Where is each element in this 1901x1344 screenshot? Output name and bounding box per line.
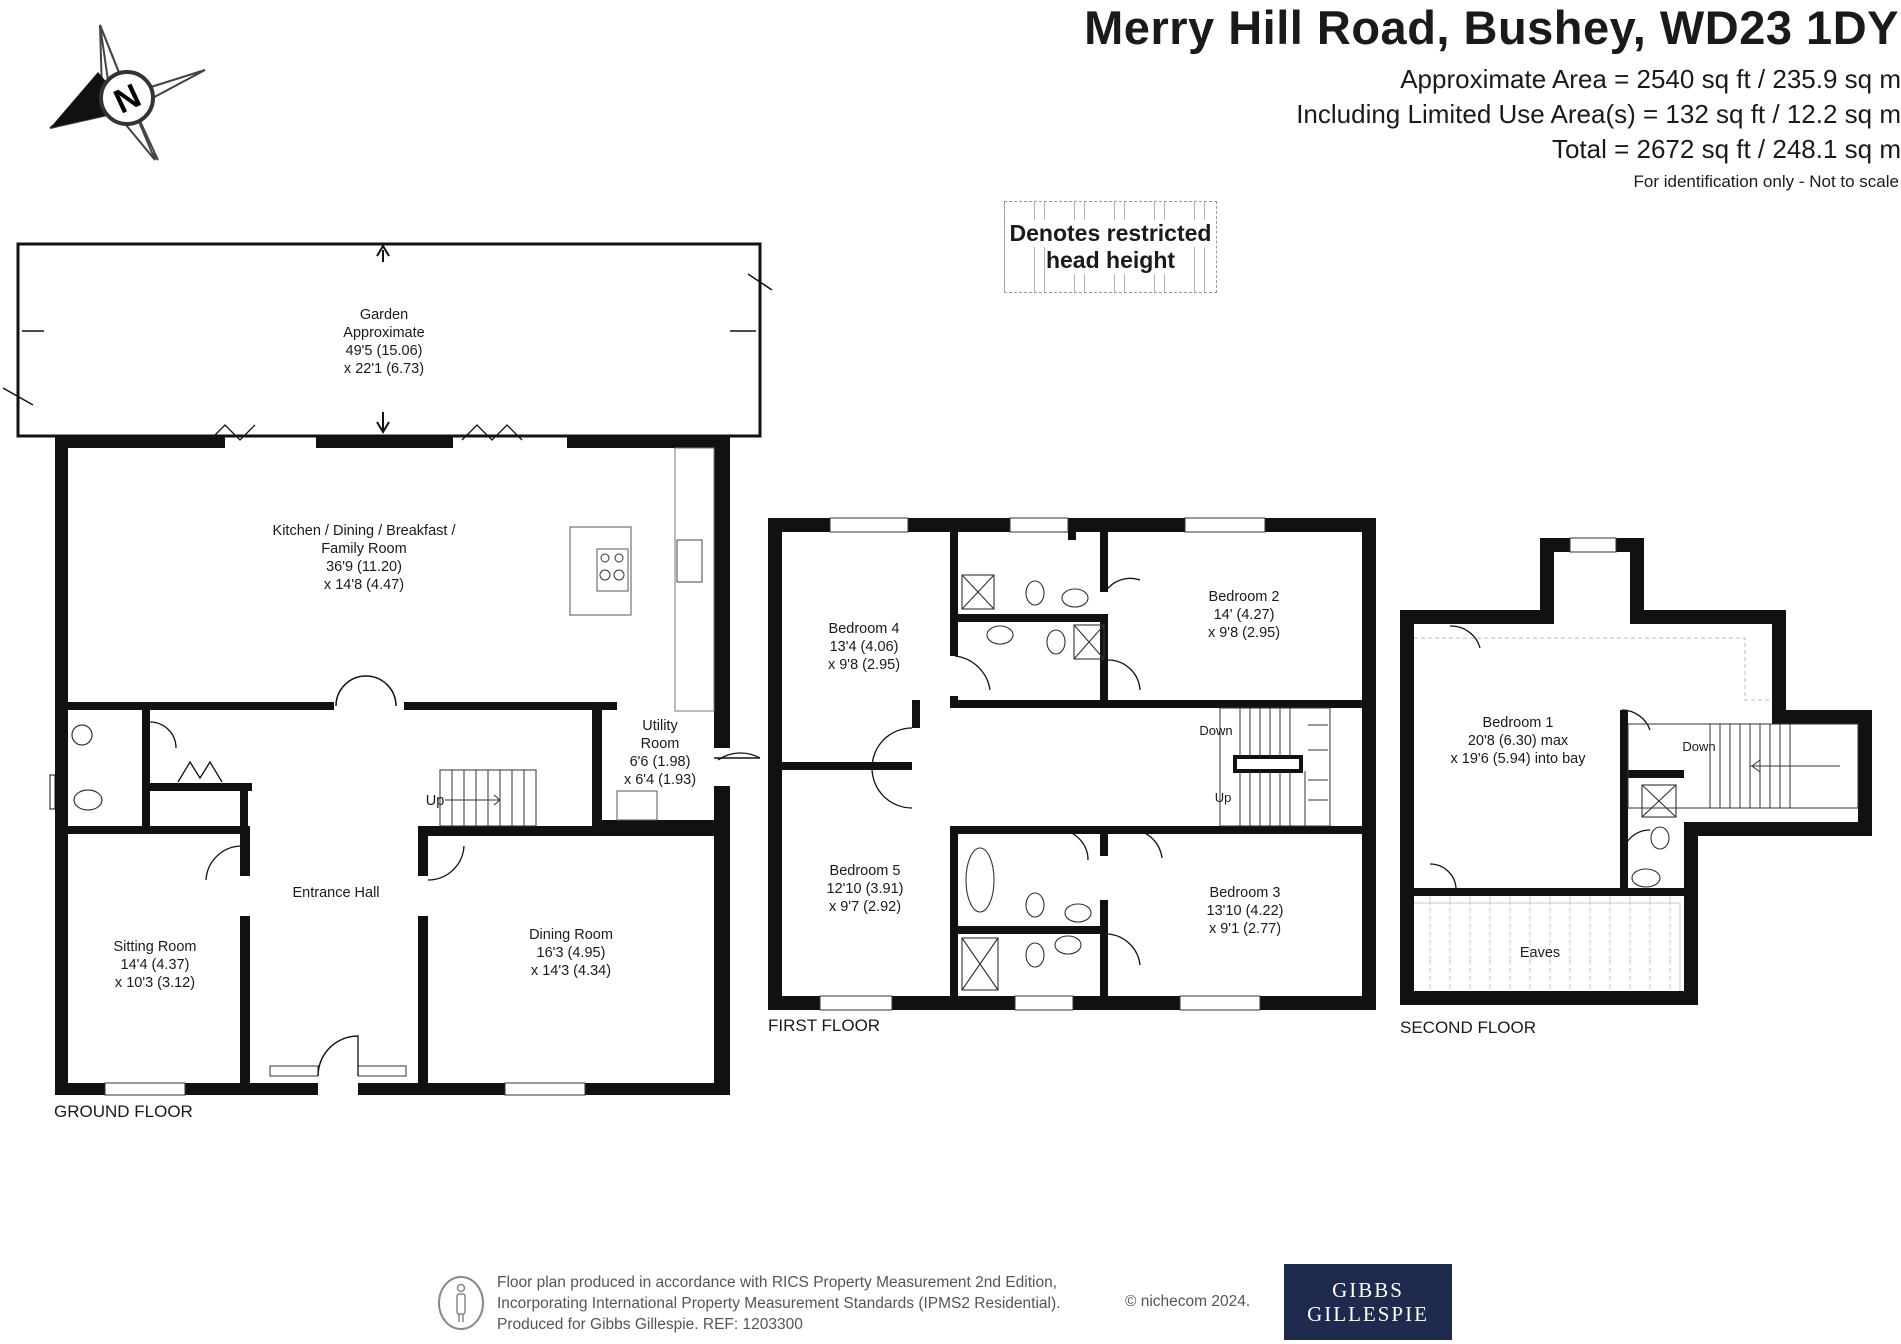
- bedroom5-dim-2: x 9'7 (2.92): [828, 899, 902, 915]
- gibbs-gillespie-logo: GIBBS GILLESPIE: [1284, 1264, 1452, 1340]
- bedroom1-label: Bedroom 1 20'8 (6.30) max x 19'6 (5.94) …: [1451, 714, 1586, 768]
- bedroom2-name: Bedroom 2: [1208, 589, 1280, 605]
- bedroom5-label: Bedroom 5 12'10 (3.91) x 9'7 (2.92): [827, 862, 904, 916]
- dining-dim-1: 16'3 (4.95): [536, 945, 606, 961]
- garden-dim-1: 49'5 (15.06): [345, 343, 423, 359]
- utility-name: Utility: [642, 718, 678, 734]
- garden-label: Garden Approximate 49'5 (15.06) x 22'1 (…: [343, 306, 424, 378]
- sitting-name: Sitting Room: [113, 939, 197, 955]
- bedroom3-name: Bedroom 3: [1209, 885, 1281, 901]
- ground-stair-up-label: Up: [425, 793, 445, 809]
- bedroom3-label: Bedroom 3 13'10 (4.22) x 9'1 (2.77): [1207, 884, 1284, 938]
- utility-dim-2: x 6'4 (1.93): [623, 772, 697, 788]
- restricted-head-height-legend: Denotes restricted head height: [1004, 201, 1217, 293]
- identification-note: For identification only - Not to scale: [1633, 172, 1899, 191]
- property-address-title: Merry Hill Road, Bushey, WD23 1DY: [1084, 1, 1899, 54]
- bedroom4-name: Bedroom 4: [828, 621, 900, 637]
- second-floor-plan: [1400, 537, 1872, 1005]
- bedroom2-label: Bedroom 2 14' (4.27) x 9'8 (2.95): [1208, 588, 1280, 642]
- garden-name: Garden: [359, 307, 409, 323]
- garden-dim-2: x 22'1 (6.73): [343, 361, 425, 377]
- footer-line-2: Incorporating International Property Mea…: [497, 1295, 1061, 1312]
- kitchen-dim-2: x 14'8 (4.47): [323, 577, 405, 593]
- first-floor-label: FIRST FLOOR: [768, 1016, 881, 1035]
- second-floor-label: SECOND FLOOR: [1400, 1018, 1537, 1037]
- bedroom5-name: Bedroom 5: [829, 863, 901, 879]
- footer-line-3: Produced for Gibbs Gillespie. REF: 12033…: [497, 1316, 803, 1333]
- eaves-label: Eaves: [1519, 945, 1561, 961]
- ground-floor-plan: [2, 242, 773, 1096]
- limited-use-area: Including Limited Use Area(s) = 132 sq f…: [1296, 99, 1901, 129]
- bedroom1-dim-2: x 19'6 (5.94) into bay: [1450, 751, 1586, 767]
- first-stair-down-label: Down: [1199, 723, 1233, 738]
- logo-line-2: GILLESPIE: [1307, 1302, 1429, 1326]
- utility-name-2: Room: [640, 736, 680, 752]
- copyright-text: © nichecom 2024.: [1125, 1293, 1251, 1310]
- first-stair-up-label: Up: [1214, 790, 1232, 805]
- bedroom2-dim-2: x 9'8 (2.95): [1207, 625, 1281, 641]
- kitchen-label: Kitchen / Dining / Breakfast / Family Ro…: [273, 522, 456, 594]
- bedroom5-dim-1: 12'10 (3.91): [826, 881, 904, 897]
- bedroom3-dim-2: x 9'1 (2.77): [1208, 921, 1282, 937]
- approximate-area: Approximate Area = 2540 sq ft / 235.9 sq…: [1400, 64, 1901, 94]
- bedroom2-dim-1: 14' (4.27): [1213, 607, 1275, 623]
- kitchen-name: Kitchen / Dining / Breakfast /: [272, 523, 456, 539]
- entrance-hall-label: Entrance Hall: [292, 884, 379, 902]
- legend-line-2: head height: [1045, 247, 1176, 274]
- utility-dim-1: 6'6 (1.98): [629, 754, 691, 770]
- utility-label: Utility Room 6'6 (1.98) x 6'4 (1.93): [624, 717, 696, 789]
- total-area: Total = 2672 sq ft / 248.1 sq m: [1551, 134, 1901, 164]
- first-floor-plan: [768, 517, 1376, 1011]
- second-stair-down-label: Down: [1682, 739, 1716, 754]
- sitting-dim-1: 14'4 (4.37): [120, 957, 190, 973]
- legend-line-1: Denotes restricted: [1009, 220, 1212, 247]
- bedroom4-label: Bedroom 4 13'4 (4.06) x 9'8 (2.95): [828, 620, 900, 674]
- bedroom1-name: Bedroom 1: [1482, 715, 1554, 731]
- dining-room-label: Dining Room 16'3 (4.95) x 14'3 (4.34): [529, 926, 613, 980]
- bedroom4-dim-2: x 9'8 (2.95): [827, 657, 901, 673]
- footer-disclaimer: Floor plan produced in accordance with R…: [497, 1272, 1060, 1335]
- entrance-name: Entrance Hall: [292, 885, 380, 901]
- bedroom3-dim-1: 13'10 (4.22): [1206, 903, 1284, 919]
- bedroom1-dim-1: 20'8 (6.30) max: [1467, 733, 1569, 749]
- footer-line-1: Floor plan produced in accordance with R…: [497, 1274, 1058, 1291]
- bedroom4-dim-1: 13'4 (4.06): [829, 639, 899, 655]
- ground-floor-label: GROUND FLOOR: [54, 1102, 193, 1121]
- compass-icon: N: [49, 24, 206, 161]
- dining-dim-2: x 14'3 (4.34): [530, 963, 612, 979]
- logo-line-1: GIBBS: [1332, 1278, 1404, 1302]
- sitting-room-label: Sitting Room 14'4 (4.37) x 10'3 (3.12): [113, 938, 196, 992]
- garden-approx: Approximate: [343, 325, 425, 341]
- kitchen-name-2: Family Room: [321, 541, 407, 557]
- dining-name: Dining Room: [529, 927, 613, 943]
- person-measure-icon: [438, 1276, 484, 1330]
- sitting-dim-2: x 10'3 (3.12): [114, 975, 196, 991]
- kitchen-dim-1: 36'9 (11.20): [326, 559, 402, 575]
